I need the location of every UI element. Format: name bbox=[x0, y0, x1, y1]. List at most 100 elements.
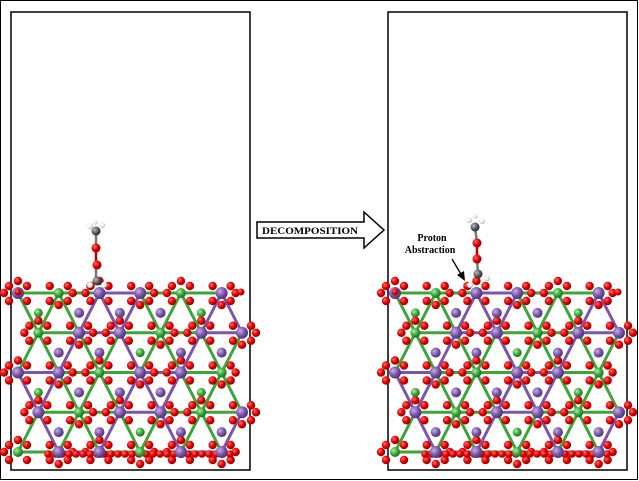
oxygen-atom bbox=[542, 336, 551, 345]
bond bbox=[220, 332, 244, 374]
bond bbox=[138, 332, 162, 374]
oxygen-atom bbox=[25, 321, 34, 330]
metal-atom bbox=[512, 447, 523, 457]
oxygen-atom bbox=[585, 440, 594, 450]
metal-atom bbox=[33, 308, 43, 318]
oxygen-atom bbox=[521, 361, 531, 370]
oxygen-atom bbox=[86, 376, 95, 385]
oxygen-atom bbox=[399, 455, 409, 465]
metal-atom bbox=[94, 427, 105, 438]
bond bbox=[118, 332, 142, 374]
oxygen-atom bbox=[91, 243, 101, 253]
oxygen-atom bbox=[547, 408, 556, 417]
oxygen-atom bbox=[565, 336, 574, 345]
oxygen-atom bbox=[376, 368, 386, 377]
oxygen-atom bbox=[88, 408, 98, 417]
metal-atom bbox=[613, 326, 625, 339]
oxygen-atom bbox=[217, 380, 226, 389]
oxygen-atom bbox=[121, 450, 129, 458]
oxygen-atom bbox=[246, 336, 256, 345]
oxygen-atom bbox=[208, 361, 217, 370]
oxygen-atom bbox=[68, 368, 77, 377]
bond bbox=[414, 371, 438, 413]
metal-atom bbox=[430, 288, 441, 298]
oxygen-atom bbox=[205, 450, 213, 458]
bond bbox=[515, 292, 539, 334]
oxygen-atom bbox=[147, 401, 156, 410]
oxygen-atom bbox=[603, 376, 612, 385]
oxygen-atom bbox=[483, 401, 493, 410]
oxygen-atom bbox=[431, 380, 440, 389]
oxygen-atom bbox=[481, 376, 490, 385]
metal-atom bbox=[593, 347, 604, 358]
oxygen-atom bbox=[176, 435, 186, 445]
oxygen-atom bbox=[226, 440, 235, 450]
oxygen-atom bbox=[565, 321, 574, 330]
metal-atom bbox=[53, 347, 64, 358]
bond bbox=[16, 332, 40, 374]
oxygen-atom bbox=[22, 296, 32, 306]
metal-atom bbox=[134, 366, 147, 379]
metal-atom bbox=[552, 427, 563, 438]
metal-atom bbox=[429, 446, 442, 458]
metal-atom bbox=[471, 347, 482, 358]
oxygen-atom bbox=[422, 376, 431, 385]
oxygen-atom bbox=[147, 321, 156, 330]
oxygen-atom bbox=[381, 455, 391, 465]
oxygen-atom bbox=[562, 296, 572, 306]
oxygen-atom bbox=[463, 455, 472, 465]
metal-atom bbox=[74, 307, 85, 318]
oxygen-atom bbox=[481, 296, 490, 306]
bond bbox=[57, 292, 81, 334]
oxygen-atom bbox=[228, 321, 238, 330]
oxygen-atom bbox=[526, 450, 534, 458]
proton-abstraction-annotation: Proton Abstraction bbox=[405, 233, 465, 281]
metal-atom bbox=[390, 447, 400, 457]
oxygen-atom bbox=[605, 416, 615, 425]
bond bbox=[434, 332, 458, 374]
metal-atom bbox=[450, 326, 463, 339]
oxygen-atom bbox=[539, 288, 549, 298]
oxygen-atom bbox=[162, 368, 172, 377]
oxygen-atom bbox=[165, 416, 174, 425]
oxygen-atom bbox=[575, 450, 583, 458]
oxygen-atom bbox=[562, 455, 572, 465]
metal-atom bbox=[33, 387, 43, 397]
oxygen-atom bbox=[553, 356, 563, 365]
oxygen-atom bbox=[422, 281, 431, 291]
oxygen-atom bbox=[162, 288, 172, 298]
oxygen-atom bbox=[170, 328, 179, 337]
oxygen-atom bbox=[237, 420, 247, 429]
oxygen-atom bbox=[402, 336, 411, 345]
metal-atom bbox=[135, 447, 146, 457]
oxygen-atom bbox=[465, 328, 475, 337]
oxygen-atom bbox=[544, 281, 554, 291]
oxygen-atom bbox=[399, 376, 409, 385]
oxygen-atom bbox=[206, 321, 215, 330]
oxygen-atom bbox=[544, 376, 554, 385]
oxygen-atom bbox=[463, 450, 471, 458]
oxygen-atom bbox=[185, 281, 195, 291]
oxygen-atom bbox=[144, 281, 154, 291]
oxygen-atom bbox=[65, 321, 75, 330]
metal-atom bbox=[216, 367, 227, 378]
bond bbox=[495, 371, 519, 413]
oxygen-atom bbox=[463, 376, 472, 385]
hydrogen-atom bbox=[99, 222, 105, 228]
oxygen-atom bbox=[465, 408, 475, 417]
oxygen-atom bbox=[481, 455, 490, 465]
oxygen-atom bbox=[442, 416, 452, 425]
oxygen-atom bbox=[34, 396, 43, 405]
oxygen-atom bbox=[115, 396, 125, 405]
metal-atom bbox=[532, 387, 543, 398]
metal-atom bbox=[389, 366, 401, 379]
bond bbox=[597, 292, 621, 334]
oxygen-atom bbox=[14, 288, 22, 296]
oxygen-atom bbox=[397, 408, 406, 417]
oxygen-atom bbox=[147, 336, 156, 345]
metal-atom bbox=[196, 308, 206, 318]
oxygen-atom bbox=[421, 450, 429, 458]
oxygen-atom bbox=[451, 420, 461, 429]
oxygen-atom bbox=[560, 328, 569, 337]
oxygen-atom bbox=[623, 416, 633, 425]
